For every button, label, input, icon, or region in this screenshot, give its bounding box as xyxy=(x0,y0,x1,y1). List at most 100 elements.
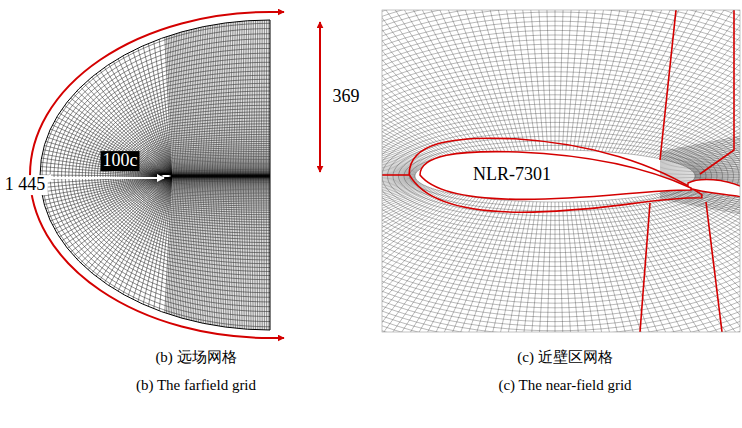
grid-line xyxy=(382,183,421,274)
grid-line xyxy=(382,10,740,332)
grid-line xyxy=(237,177,240,331)
grid-line xyxy=(382,190,438,332)
grid-line xyxy=(382,10,449,159)
grid-line xyxy=(393,10,512,151)
dimension-label: 1 445 xyxy=(3,175,48,195)
grid-line xyxy=(228,21,232,176)
grid-line xyxy=(382,195,461,332)
grid-line xyxy=(255,177,257,332)
grid-line xyxy=(382,17,740,332)
grid-line xyxy=(591,201,691,332)
grid-line xyxy=(473,10,533,150)
grid-line xyxy=(660,158,740,165)
farfield-mesh xyxy=(38,18,270,332)
grid-line xyxy=(382,188,432,332)
grid-line xyxy=(197,177,203,324)
grid-line xyxy=(198,177,204,325)
grid-line xyxy=(111,112,270,240)
grid-line xyxy=(605,200,740,332)
grid-line xyxy=(612,10,740,152)
grid-line xyxy=(382,10,456,158)
grid-line xyxy=(382,10,476,155)
grid-line xyxy=(85,79,270,271)
grid-line xyxy=(660,194,740,206)
grid-line xyxy=(124,129,270,222)
grid-line xyxy=(160,174,270,177)
grid-line xyxy=(252,177,254,332)
grid-line xyxy=(637,197,740,332)
grid-line xyxy=(410,145,701,206)
grid-line xyxy=(57,112,163,174)
grid-line xyxy=(598,10,717,151)
grid-line xyxy=(555,10,556,150)
grid-line xyxy=(195,177,202,324)
grid-line xyxy=(83,82,168,174)
grid-line xyxy=(595,10,704,151)
block-line xyxy=(640,203,650,332)
grid-line xyxy=(382,10,740,332)
grid-line xyxy=(382,10,740,332)
grid-line xyxy=(232,177,236,330)
grid-line xyxy=(230,177,234,330)
grid-line xyxy=(382,60,423,167)
grid-line xyxy=(382,49,740,303)
grid-line xyxy=(264,177,266,332)
grid-line xyxy=(660,146,740,158)
grid-line xyxy=(155,169,270,184)
grid-line xyxy=(559,202,569,332)
grid-line xyxy=(236,177,239,331)
dimension-arrow xyxy=(44,177,164,179)
grid-line xyxy=(382,188,430,332)
grid-line xyxy=(609,200,740,332)
grid-line xyxy=(239,19,242,175)
grid-line xyxy=(58,44,270,307)
grid-line xyxy=(382,192,444,332)
grid-line xyxy=(211,177,217,327)
grid-line xyxy=(382,10,740,332)
grid-line xyxy=(382,10,436,162)
grid-line xyxy=(382,10,740,332)
grid-line xyxy=(382,183,420,266)
grid-line xyxy=(204,177,210,326)
grid-line xyxy=(382,179,416,221)
dimension-label: 369 xyxy=(331,87,362,107)
grid-line xyxy=(260,177,262,332)
grid-line xyxy=(651,195,740,332)
grid-line xyxy=(459,202,529,332)
block-line xyxy=(660,10,676,160)
grid-line xyxy=(382,197,476,332)
grid-line xyxy=(38,18,270,332)
grid-line xyxy=(382,10,740,332)
grid-line xyxy=(382,10,491,153)
grid-line xyxy=(382,10,740,332)
grid-line xyxy=(382,199,488,332)
grid-line xyxy=(382,10,740,332)
grid-line xyxy=(382,186,426,309)
grid-line xyxy=(115,118,270,233)
grid-line xyxy=(382,178,415,203)
grid-line xyxy=(382,104,740,248)
grid-line xyxy=(382,10,464,156)
grid-line xyxy=(382,90,740,262)
grid-line xyxy=(382,10,740,332)
grid-line xyxy=(382,51,424,166)
grid-line xyxy=(382,177,415,185)
grid-line xyxy=(160,174,270,177)
grid-line xyxy=(674,190,740,332)
grid-line xyxy=(382,10,740,332)
grid-line xyxy=(660,160,740,166)
grid-line xyxy=(573,202,623,332)
airfoil-shape xyxy=(420,152,691,200)
grid-line xyxy=(382,200,501,332)
grid-line xyxy=(92,87,270,263)
grid-line xyxy=(382,53,740,298)
grid-line xyxy=(419,10,519,151)
grid-line xyxy=(262,177,264,332)
grid-line xyxy=(200,177,206,325)
grid-line xyxy=(209,24,215,176)
grid-line xyxy=(76,67,270,284)
grid-line xyxy=(500,202,540,332)
grid-line xyxy=(198,26,204,176)
grid-line xyxy=(241,19,244,175)
grid-line xyxy=(666,192,740,332)
